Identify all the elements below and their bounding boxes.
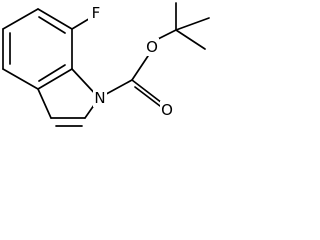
bond-c6-c7	[37, 8, 73, 30]
bond-carbonyl-c-o-double-2	[134, 86, 161, 107]
atom-label-nitrogen: N	[94, 89, 105, 107]
structure-diagram: F N O O	[0, 0, 232, 139]
molecule-svg: F N O O	[2, 2, 210, 127]
double-bond-inner-c6-c7	[38, 16, 66, 34]
atom-carbonyl-oxygen: O	[160, 101, 174, 119]
bond-carbonyl-c-o-double-1	[131, 79, 163, 104]
bond-c3a-c3	[37, 88, 52, 119]
atom-label-carbonyl-oxygen: O	[161, 101, 173, 119]
atom-ester-oxygen: O	[145, 38, 159, 56]
atom-label-ester-oxygen: O	[146, 38, 158, 56]
bond-quaternary-c-methyl-right	[175, 17, 210, 31]
bond-c7a-c3a	[37, 68, 73, 90]
bond-o-quaternary-c	[155, 29, 177, 41]
double-bond-inner-c7a-c3a	[38, 64, 66, 82]
carbonyl-group	[131, 55, 163, 107]
bond-quaternary-c-methyl-down	[175, 29, 206, 50]
tert-butyl-group	[155, 2, 210, 50]
pyrrole-ring	[37, 68, 100, 127]
bond-c5-c6	[2, 8, 39, 30]
atom-label-fluorine: F	[92, 4, 101, 22]
benzene-ring	[2, 8, 73, 90]
bond-carbonyl-c-o-single	[131, 55, 149, 81]
atom-nitrogen: N	[93, 89, 107, 107]
bond-c3a-c4	[2, 68, 39, 90]
atom-fluorine: F	[88, 4, 102, 22]
